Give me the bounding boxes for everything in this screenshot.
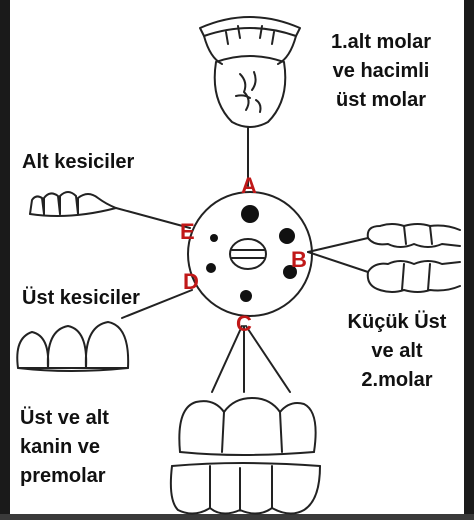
articulator-disk	[187, 191, 313, 317]
label-top-right-line1: 1.alt molar	[330, 31, 432, 53]
letter-c: C	[236, 311, 252, 336]
label-ust-ve-alt-kanin: Üst ve alt kanin ve premolar	[20, 404, 109, 491]
connector-line-kanin-left	[211, 325, 243, 393]
connector-line-ust-kesiciler	[121, 289, 193, 319]
right-frame-edge	[464, 0, 474, 520]
hole-b-upper	[279, 228, 295, 244]
bottom-frame-edge	[0, 514, 474, 520]
hole-d	[206, 263, 216, 273]
label-kucuk-ust-line2: ve alt	[371, 340, 423, 362]
letter-b: B	[291, 247, 307, 272]
hole-e	[210, 234, 218, 242]
label-kucuk-ust-line3: 2.molar	[361, 369, 433, 391]
hole-b-lower	[283, 265, 297, 279]
canine-premolar-sketch	[169, 397, 321, 515]
hole-c	[240, 290, 252, 302]
label-kanin-line2: kanin ve	[20, 436, 101, 458]
upper-incisors-sketch	[16, 321, 130, 372]
label-kanin-line1: Üst ve alt	[20, 407, 109, 429]
top-molar-sketch	[199, 16, 301, 128]
connector-line-kucuk-lower	[307, 251, 369, 273]
disk-holes	[206, 205, 297, 302]
connector-line-kucuk-upper	[307, 237, 369, 253]
label-alt-kesiciler: Alt kesiciler	[22, 151, 135, 173]
letter-a: A	[241, 173, 257, 198]
label-top-right: 1.alt molar ve hacimli üst molar	[306, 28, 456, 115]
label-kucuk-ust: Küçük Üst ve alt 2.molar	[330, 308, 464, 395]
label-kucuk-ust-line1: Küçük Üst	[347, 311, 447, 333]
letter-d: D	[183, 269, 199, 294]
small-molars-sketch	[366, 223, 461, 293]
label-ust-kesiciler: Üst kesiciler	[22, 287, 140, 309]
connector-line-alt-kesiciler	[115, 207, 191, 229]
center-screw	[229, 238, 267, 270]
label-top-right-line2: ve hacimli	[332, 60, 430, 82]
letter-e: E	[180, 219, 195, 244]
hole-a	[241, 205, 259, 223]
label-kanin-line3: premolar	[20, 465, 106, 487]
label-top-right-line3: üst molar	[335, 89, 427, 111]
lower-incisors-sketch	[29, 191, 117, 217]
connector-line-kanin-right	[245, 325, 291, 393]
left-frame-edge	[0, 0, 10, 520]
